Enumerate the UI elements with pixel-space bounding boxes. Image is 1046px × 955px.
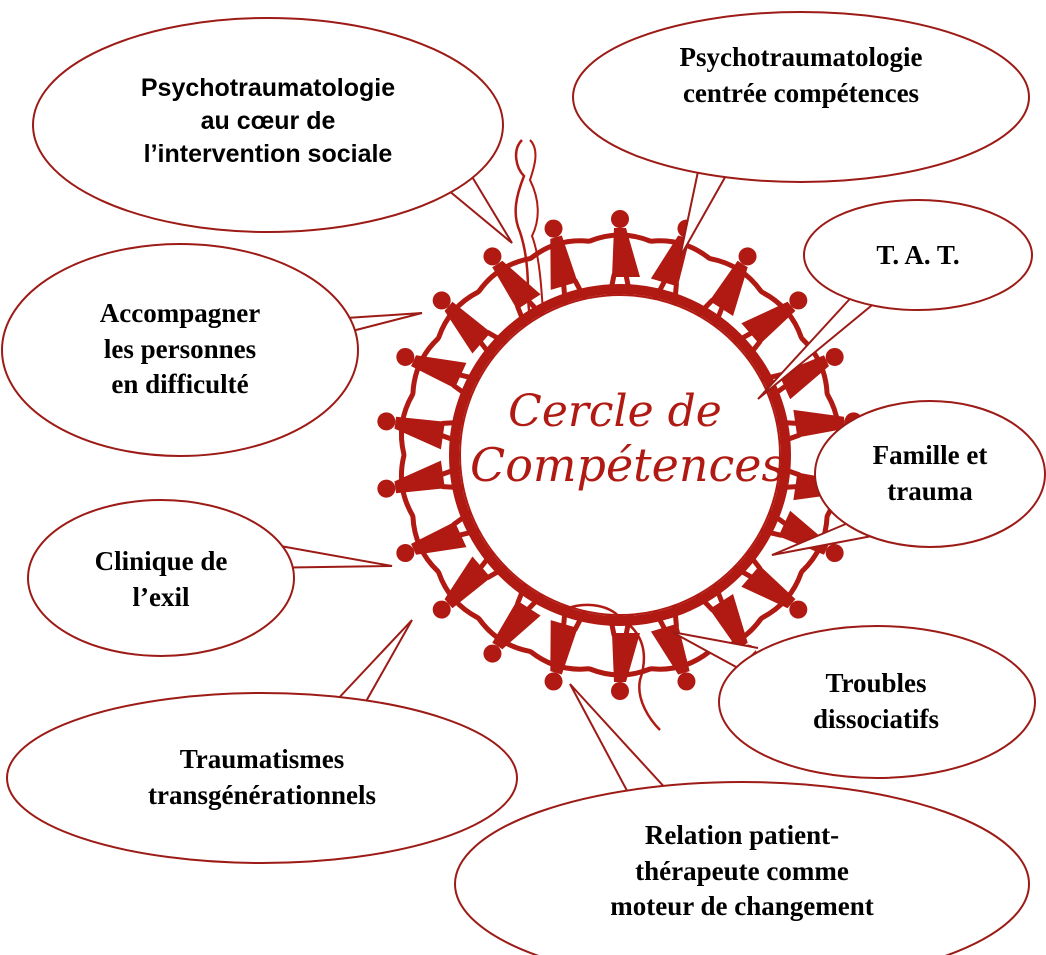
mask-tat — [806, 202, 1030, 308]
mask-relation — [457, 784, 1027, 955]
bubble-line: au cœur de — [200, 107, 336, 135]
silhouette-figure — [587, 612, 653, 700]
silhouette-figure — [587, 210, 653, 298]
mask-troubles — [721, 628, 1033, 776]
silhouette-figure — [396, 336, 482, 401]
bubble-line: T. A. T. — [876, 240, 960, 270]
text-tat: T. A. T. — [838, 238, 998, 274]
silhouette-figure — [476, 247, 545, 329]
mask-psycho-intervention — [35, 20, 501, 230]
cercle-logo — [377, 139, 863, 731]
bubble-line: Relation patient- — [644, 820, 840, 850]
bubble-line: dissociatifs — [812, 703, 939, 734]
text-psycho-intervention: Psychotraumatologie au cœur de l’interve… — [98, 72, 438, 171]
tail-psycho-competences — [679, 161, 729, 258]
bubble-line: Troubles — [825, 668, 927, 698]
text-accompagner: Accompagner les personnes en difficulté — [60, 296, 300, 403]
bubble-line: Traumatismes — [179, 744, 345, 774]
logo-title: Cercle de Compétences — [470, 390, 786, 492]
bubble-line: l’intervention sociale — [143, 140, 393, 168]
bubble-line: Accompagner — [99, 298, 261, 328]
bubble-line: centrée compétences — [682, 77, 920, 108]
mask-exil — [30, 502, 292, 654]
tail-transgenerationnels — [319, 619, 413, 719]
silhouette-ring — [377, 210, 863, 700]
bubble-line: Clinique de — [94, 546, 228, 576]
text-transgenerationnels: Traumatismes transgénérationnels — [102, 742, 422, 813]
bubble-line: en difficulté — [111, 369, 249, 400]
tail-tat — [757, 289, 889, 400]
text-psycho-competences: Psychotraumatologie centrée compétences — [611, 40, 991, 111]
logo-inner-circle — [459, 294, 781, 616]
bubble-line: transgénérationnels — [148, 779, 376, 810]
bubble-line: Psychotraumatologie — [140, 74, 396, 102]
text-troubles: Troubles dissociatifs — [766, 666, 986, 737]
bubble-line: les personnes — [103, 333, 257, 364]
text-famille: Famille et trauma — [840, 438, 1020, 509]
tail-psycho-intervention — [447, 169, 513, 244]
tail-famille — [771, 517, 873, 556]
bubble-line: trauma — [887, 475, 973, 506]
bubble-line: moteur de changement — [610, 891, 874, 922]
logo-title-line2: Compétences — [470, 438, 786, 492]
silhouette-figure — [528, 219, 592, 307]
mask-psycho-competences — [575, 14, 1027, 180]
bubble-line: Psychotraumatologie — [679, 42, 923, 72]
text-exil: Clinique de l’exil — [66, 544, 256, 615]
tail-troubles — [671, 631, 759, 669]
ring-edge — [449, 284, 791, 626]
bubble-line: Famille et — [872, 440, 988, 470]
scroll-ribbon-top-2 — [528, 139, 547, 363]
mask-famille — [817, 403, 1043, 545]
scroll-ribbon-bottom — [559, 603, 661, 731]
bubble-line: thérapeute comme — [635, 855, 849, 886]
mask-accompagner — [4, 246, 356, 454]
bubble-line: l’exil — [132, 581, 190, 612]
mask-transgenerationnels — [9, 695, 515, 861]
logo-title-line1: Cercle de — [508, 386, 722, 437]
text-relation: Relation patient- thérapeute comme moteu… — [572, 818, 912, 925]
